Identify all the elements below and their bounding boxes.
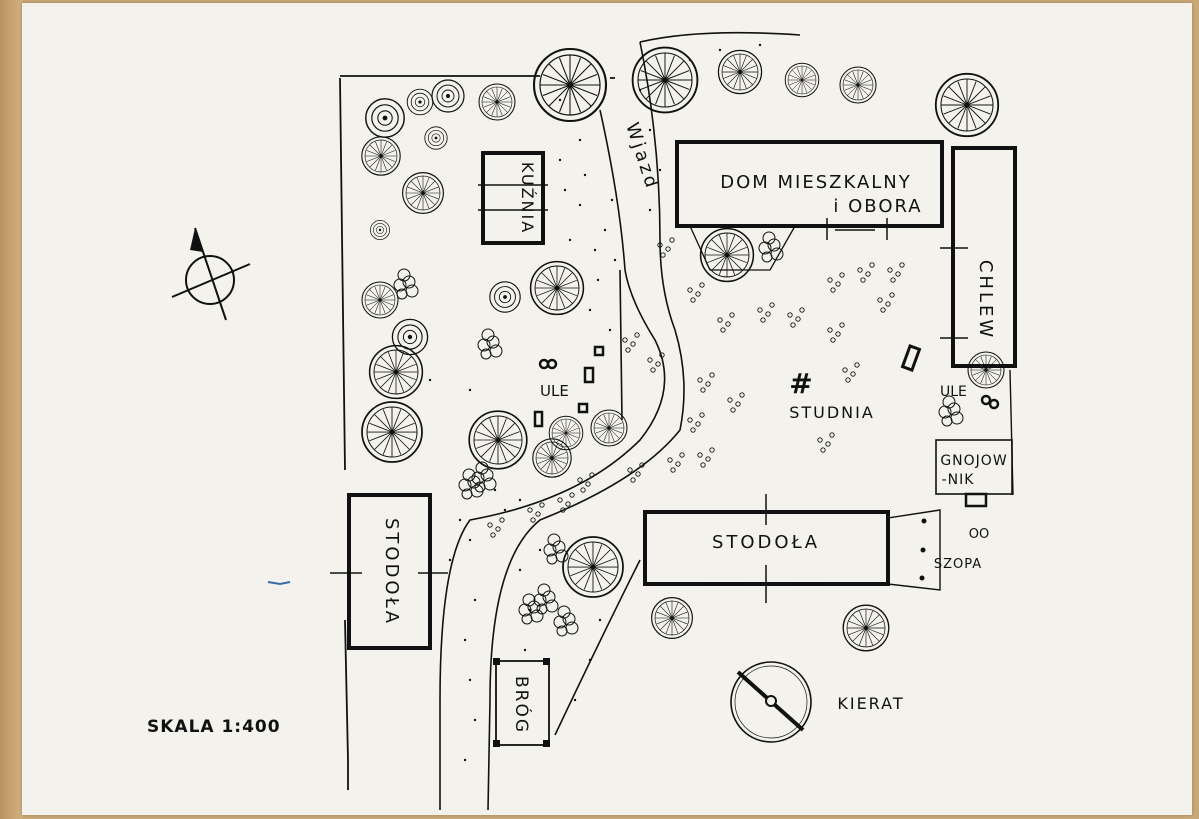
road-texture <box>428 43 762 762</box>
map-sheet <box>22 3 1192 815</box>
label-studnia: STUDNIA <box>789 403 875 422</box>
scale-label: SKALA 1:400 <box>147 717 281 737</box>
label-dom-line2: i OBORA <box>833 196 922 217</box>
label-szopa: SZOPA <box>934 557 982 572</box>
property-boundary <box>339 75 615 790</box>
building-chlew: CHLEW <box>940 146 1017 368</box>
label-gnojownik-line2: -NIK <box>942 472 975 488</box>
label-chlew: CHLEW <box>975 260 996 340</box>
label-brog: BRÓG <box>511 676 533 734</box>
building-gnojownik: GNOJOW -NIK OO <box>935 439 1013 542</box>
building-kuznia: KUŹNIA <box>478 151 548 245</box>
well-studnia: # STUDNIA <box>789 367 875 422</box>
label-stodola-left: STODOŁA <box>381 518 402 626</box>
yard-trough <box>900 344 922 372</box>
label-gnojownik-line1: GNOJOW <box>940 453 1007 469</box>
kierat: KIERAT <box>730 661 904 743</box>
ink-mark <box>267 581 291 586</box>
label-kuznia: KUŹNIA <box>518 162 537 234</box>
well-symbol-icon: # <box>789 367 812 400</box>
entrance-road <box>439 31 801 811</box>
label-oo: OO <box>969 527 989 542</box>
label-kierat: KIERAT <box>837 694 904 713</box>
spiral-trees <box>365 79 521 356</box>
beehives-left: ULE <box>533 345 605 428</box>
label-ule-right: ULE <box>940 384 967 400</box>
building-stodola-left: STODOŁA <box>330 493 448 650</box>
building-brog: BRÓG <box>493 658 550 747</box>
label-ule-left: ULE <box>540 382 569 400</box>
label-dom-line1: DOM MIESZKALNY <box>720 172 912 193</box>
compass-north-arrow-icon <box>171 227 251 321</box>
label-stodola-right: STODOŁA <box>712 532 820 553</box>
bushes <box>393 231 964 637</box>
beehives-right: ULE <box>940 384 1000 410</box>
building-stodola-right: STODOŁA SZOPA <box>643 494 982 603</box>
paper-backing <box>0 0 22 819</box>
building-dom-mieszkalny: DOM MIESZKALNY i OBORA <box>675 140 944 271</box>
